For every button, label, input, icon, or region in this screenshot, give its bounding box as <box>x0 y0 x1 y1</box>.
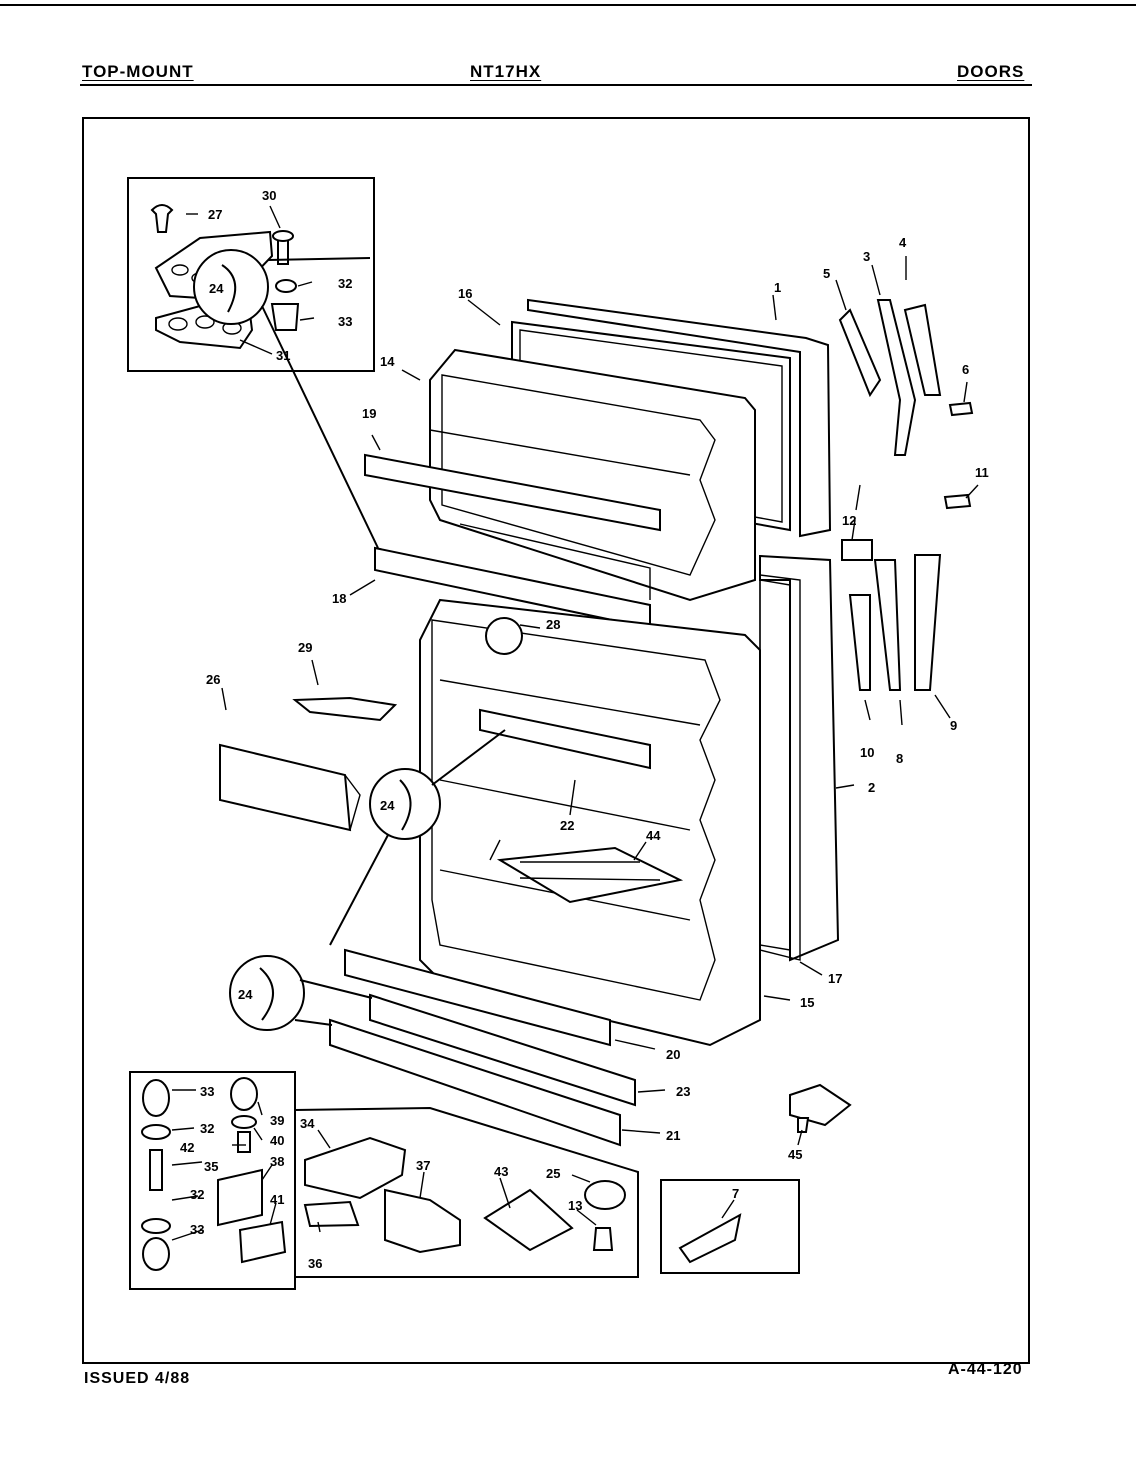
callout-36: 36 <box>308 1256 322 1271</box>
inset-hinge-top <box>127 177 375 372</box>
callout-19: 19 <box>362 406 376 421</box>
callout-8: 8 <box>896 751 903 766</box>
top-rule <box>0 4 1136 6</box>
callout-24-top: 24 <box>209 281 224 296</box>
callout-13: 13 <box>568 1198 582 1213</box>
callout-14: 14 <box>380 354 395 369</box>
callout-21: 21 <box>666 1128 680 1143</box>
inset-part-7 <box>660 1179 800 1274</box>
callout-41: 41 <box>270 1192 284 1207</box>
footer-drawing-number: A-44-120 <box>948 1361 1023 1378</box>
callout-15: 15 <box>800 995 814 1010</box>
callout-24-bottom: 24 <box>238 987 253 1002</box>
callout-40: 40 <box>270 1133 284 1148</box>
callout-9: 9 <box>950 718 957 733</box>
callout-17: 17 <box>828 971 842 986</box>
callout-7: 7 <box>732 1186 739 1201</box>
callout-20: 20 <box>666 1047 680 1062</box>
door-bin-26 <box>219 743 352 832</box>
callout-34: 34 <box>300 1116 315 1131</box>
callout-29: 29 <box>298 640 312 655</box>
hinge-45 <box>789 1083 852 1127</box>
inset-hinge-bottom-left <box>129 1071 296 1290</box>
header-model: NT17HX <box>470 62 542 81</box>
callout-27: 27 <box>208 207 222 222</box>
callout-38: 38 <box>270 1154 284 1169</box>
callout-10: 10 <box>860 745 874 760</box>
freezer-door <box>364 298 832 630</box>
diagram-frame <box>82 117 1030 1364</box>
callout-16: 16 <box>458 286 472 301</box>
callout-2: 2 <box>868 780 875 795</box>
callout-33-b: 33 <box>190 1222 204 1237</box>
callout-4: 4 <box>899 235 907 250</box>
callout-26: 26 <box>206 672 220 687</box>
callout-32-a: 32 <box>200 1121 214 1136</box>
callout-23: 23 <box>676 1084 690 1099</box>
dairy-cover-29 <box>292 696 398 722</box>
callout-33: 33 <box>338 314 352 329</box>
callout-12: 12 <box>842 513 856 528</box>
callout-24-mid: 24 <box>380 798 395 813</box>
inset-hinge-bottom-right <box>294 1106 639 1278</box>
callout-6: 6 <box>962 362 969 377</box>
header-section: DOORS <box>957 62 1025 81</box>
callout-32-b: 32 <box>190 1187 204 1202</box>
callout-31: 31 <box>276 348 290 363</box>
callout-11: 11 <box>975 465 989 480</box>
callout-3: 3 <box>863 249 870 264</box>
callout-45: 45 <box>788 1147 802 1162</box>
callout-37: 37 <box>416 1158 430 1173</box>
callout-44: 44 <box>646 828 661 843</box>
callout-1: 1 <box>774 280 781 295</box>
callout-32: 32 <box>338 276 352 291</box>
detail-circles <box>193 249 523 1031</box>
callout-22: 22 <box>560 818 574 833</box>
callout-18: 18 <box>332 591 346 606</box>
callout-35: 35 <box>204 1159 218 1174</box>
callout-39: 39 <box>270 1113 284 1128</box>
leader-lines <box>171 205 979 1241</box>
callout-30: 30 <box>262 188 276 203</box>
hinge-bottom-parts <box>141 1077 626 1271</box>
callout-25: 25 <box>546 1166 560 1181</box>
callout-28: 28 <box>546 617 560 632</box>
callout-labels: 27 30 32 33 31 16 1 5 3 4 6 11 12 14 19 … <box>180 188 989 1271</box>
header-left: TOP-MOUNT <box>82 62 194 81</box>
callout-33-a: 33 <box>200 1084 214 1099</box>
fresh-food-door <box>329 554 840 1147</box>
callout-42: 42 <box>180 1140 194 1155</box>
callout-5: 5 <box>823 266 830 281</box>
callout-43: 43 <box>494 1164 508 1179</box>
header-rule <box>80 84 1032 86</box>
hinge-straps <box>838 299 974 691</box>
footer-issued: ISSUED 4/88 <box>84 1370 191 1387</box>
